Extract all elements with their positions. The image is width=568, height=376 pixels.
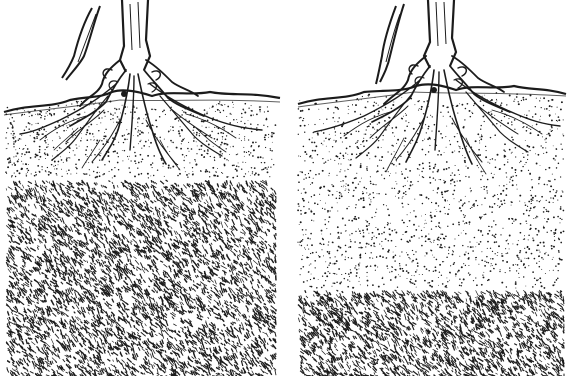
left-plant-stem [62,0,150,80]
right-topsoil [297,92,564,289]
right-panel [284,0,568,376]
right-root-system [314,56,560,174]
right-dense-subsoil [298,288,564,376]
left-panel-drawing [0,0,284,376]
left-panel [0,0,284,376]
left-dense-subsoil [6,178,276,376]
right-panel-drawing [284,0,568,376]
left-topsoil [5,101,276,179]
left-root-system [20,60,262,170]
